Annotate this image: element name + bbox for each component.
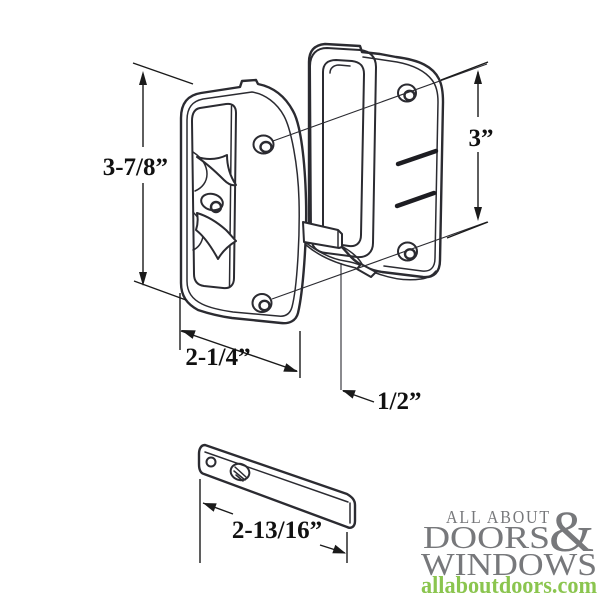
spindle-bar-outline [197, 443, 357, 529]
interior-screw-hole-top-bore [259, 140, 273, 154]
logo-word-doors: DOORS [423, 519, 550, 555]
pull-handle-inner-line [329, 64, 351, 74]
dimension-label-interior-width: 2-1/4” [185, 344, 250, 371]
latch-lever-upper [196, 154, 237, 187]
dimension-label-spindle-bar-length: 2-13/16” [232, 517, 322, 544]
dimension-interior-height: 3-7/8” [103, 62, 194, 301]
arrowhead-right [332, 544, 346, 554]
interior-handle-drawing [179, 78, 308, 325]
interior-screw-hole-bottom [251, 293, 273, 313]
latch-hook-inner-curve [342, 246, 363, 265]
interior-plate-inner-edge [186, 91, 300, 317]
latch-lever-lower [195, 212, 237, 260]
dimension-label-interior-height: 3-7/8” [103, 154, 168, 181]
dimension-line [180, 330, 298, 372]
screw-axis-line-top [272, 63, 488, 142]
spindle-bar-threaded-hole [229, 462, 251, 482]
dimension-interior-width: 2-1/4” [179, 293, 301, 378]
dimension-latch-offset: 1/2” [342, 388, 421, 415]
interior-screw-hole-top [252, 134, 275, 155]
arrowhead-up [474, 70, 482, 84]
logo-word-windows: WINDOWS [421, 546, 597, 582]
dimension-exterior-screw-spacing: 3” [440, 61, 494, 239]
spindle-bar-fold-line [204, 451, 349, 503]
extension-line [446, 221, 489, 239]
screw-alignment-lines [271, 63, 488, 390]
exterior-plate-inner-edge [362, 56, 439, 272]
spindle-bar-thread-marks [233, 466, 247, 482]
latch-hook-drawing [302, 221, 437, 281]
latch-hook-curve-lower [305, 244, 357, 269]
arrowhead-left [342, 390, 356, 399]
latch-hook-curve-outer [304, 241, 363, 267]
spindle-bar-drawing [197, 443, 357, 529]
interior-screw-hole-bottom-bore [258, 299, 271, 312]
arrowhead-left [203, 503, 217, 512]
latch-pivot-oval [200, 192, 224, 212]
arrowhead-right [283, 363, 298, 372]
dimension-annotations: 3-7/8” 3” 2-1/4” 1/2” [103, 61, 494, 563]
strike-curve [375, 270, 437, 281]
logo: ALL ABOUT DOORS & WINDOWS allaboutdoors.… [421, 499, 597, 599]
logo-tagline: ALL ABOUT [446, 507, 551, 527]
exterior-screw-hole-top-bore [403, 89, 416, 102]
logo-ampersand: & [549, 499, 594, 564]
latch-hook-bar [302, 221, 343, 249]
spindle-bar-small-hole [205, 456, 217, 468]
latch-pivot-pin [209, 200, 223, 214]
extension-line [440, 61, 489, 81]
latch-recess-depth-line [228, 105, 233, 287]
arrowhead-left [181, 330, 196, 339]
slat-line-2 [394, 190, 437, 209]
extension-line [133, 280, 187, 301]
arrowhead-down [139, 272, 147, 286]
screw-axis-line-bottom [271, 221, 488, 300]
logo-website: allaboutdoors.com [421, 573, 597, 599]
exterior-handle-drawing [307, 42, 445, 279]
exterior-screw-hole-bottom [397, 241, 418, 262]
dimension-spindle-bar-length: 2-13/16” [199, 479, 348, 563]
arrowhead-down [474, 207, 482, 221]
dimension-label-latch-offset: 1/2” [377, 388, 421, 415]
extension-line [132, 62, 194, 85]
arrowhead-up [139, 71, 147, 85]
dimension-label-exterior-screw-spacing: 3” [469, 125, 494, 152]
slat-line-1 [395, 148, 439, 167]
